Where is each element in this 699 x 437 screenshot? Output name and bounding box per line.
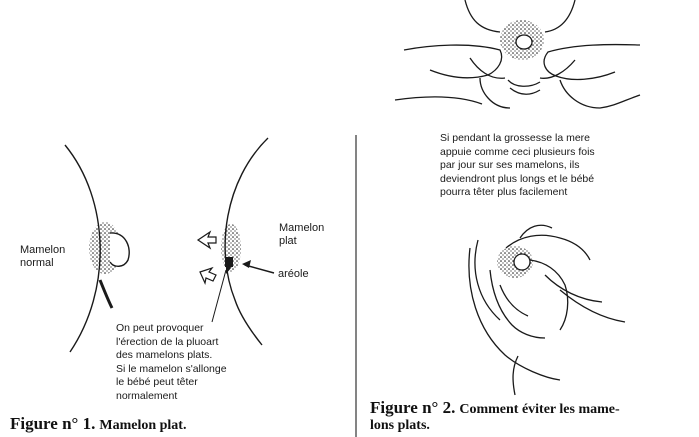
- figure-1-caption: Mamelon plat.: [99, 418, 187, 433]
- figure-2-title: Figure n° 2. Comment éviter les mame- lo…: [370, 398, 695, 434]
- left-note: On peut provoquer l'érection de la pluoa…: [116, 322, 227, 402]
- note-leader: [211, 269, 227, 323]
- figure-1-title: Figure n° 1. Mamelon plat.: [10, 414, 186, 434]
- label-flat-nipple: Mamelon plat: [279, 222, 325, 247]
- figure-2-caption-line2: lons plats.: [370, 418, 430, 433]
- figure-2-number: Figure n° 2.: [370, 398, 456, 417]
- figure-2-caption-line1: Comment éviter les mame-: [459, 402, 620, 417]
- hands-pressing-drawing: [394, 0, 641, 109]
- hand-squeeze-drawing: [468, 224, 626, 396]
- label-normal-nipple: Mamelon normal: [20, 244, 66, 269]
- press-arrows: [196, 230, 217, 285]
- right-note: Si pendant la grossesse la mere appuie c…: [440, 132, 595, 198]
- areola-arrow: [242, 260, 275, 274]
- breast-normal-drawing: [64, 144, 130, 353]
- label-areola: aréole: [278, 268, 309, 280]
- breast-flat-drawing: [221, 137, 269, 346]
- figure-1-number: Figure n° 1.: [10, 414, 96, 433]
